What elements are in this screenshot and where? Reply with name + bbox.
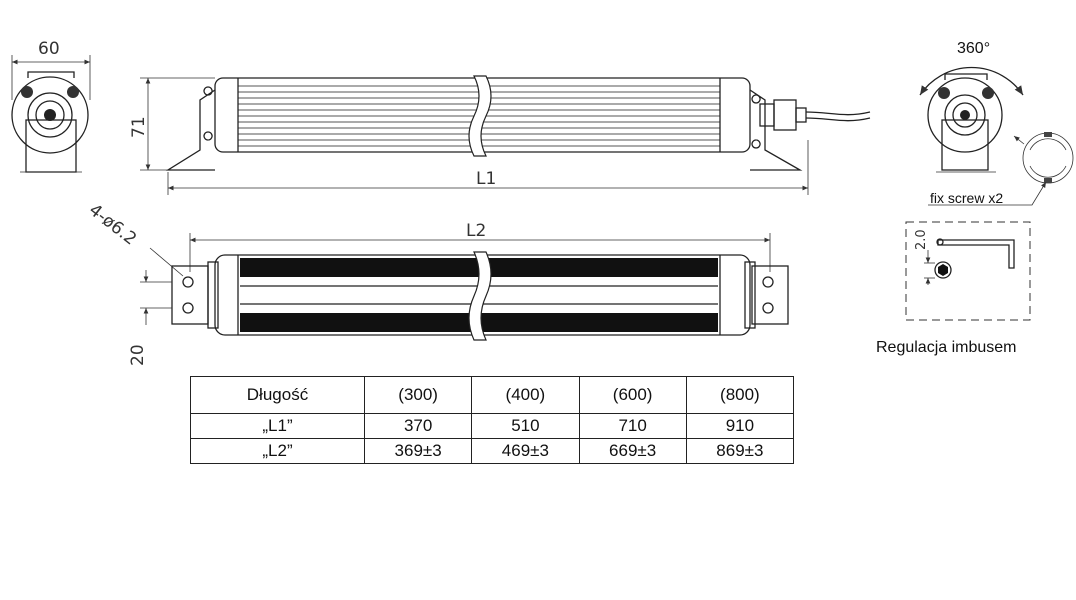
table-cell: 469±3 — [471, 438, 580, 464]
table-cell: 669±3 — [578, 438, 687, 464]
end-view-rotation: 360° fix screw x2 — [919, 40, 1074, 206]
header-cell: (400) — [471, 376, 580, 414]
end-view-left: 60 — [11, 39, 91, 173]
hex-key-detail: 2.0 Regulacja imbusem — [876, 221, 1031, 356]
dimensions-table: Długość (300) (400) (600) (800) „L1” 370… — [190, 376, 795, 464]
dim-l2: L2 — [466, 221, 486, 241]
table-cell: 370 — [363, 413, 473, 439]
table-cell: 510 — [471, 413, 580, 439]
table-row: „L1” 370 510 710 910 — [190, 413, 795, 439]
header-cell: (300) — [363, 376, 473, 414]
dim-71: 71 — [129, 116, 149, 138]
rotation-label: 360° — [957, 40, 990, 57]
table-header-row: Długość (300) (400) (600) (800) — [190, 376, 795, 414]
header-cell: (800) — [685, 376, 795, 414]
header-cell: (600) — [578, 376, 687, 414]
dim-60: 60 — [38, 39, 60, 59]
dim-hex: 2.0 — [914, 229, 929, 250]
dim-holes: 4-ø6.2 — [85, 200, 140, 249]
table-cell: 710 — [578, 413, 687, 439]
table-cell: 869±3 — [685, 438, 795, 464]
row-label: „L1” — [190, 413, 365, 439]
hex-key-caption: Regulacja imbusem — [876, 339, 1017, 356]
side-view: 71 L1 — [129, 75, 871, 195]
row-label: „L2” — [190, 438, 365, 464]
header-cell: Długość — [190, 376, 365, 414]
fix-screw-label: fix screw x2 — [930, 190, 1003, 206]
table-cell: 369±3 — [363, 438, 473, 464]
dim-20: 20 — [128, 344, 148, 366]
table-cell: 910 — [685, 413, 795, 439]
top-view: L2 4-ø6.2 20 — [85, 200, 789, 366]
dim-l1: L1 — [476, 169, 496, 189]
table-row: „L2” 369±3 469±3 669±3 869±3 — [190, 438, 795, 464]
